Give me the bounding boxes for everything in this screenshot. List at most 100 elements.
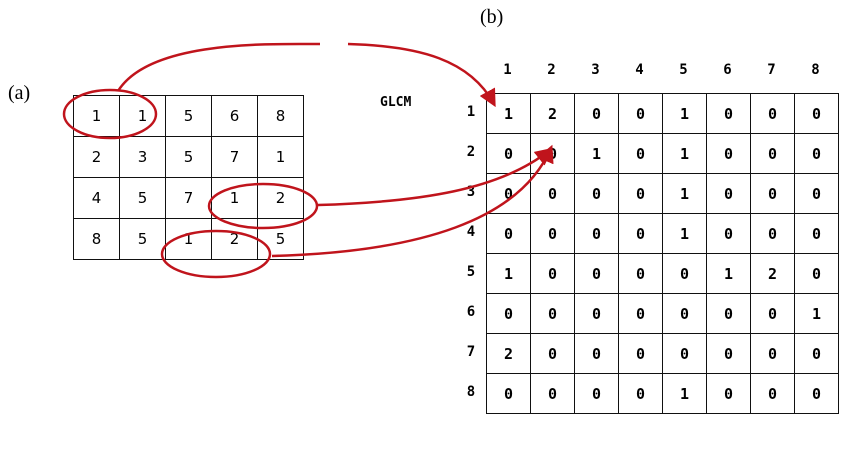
glcm-cell: 0	[794, 133, 839, 174]
image-matrix-cell: 2	[73, 136, 120, 178]
glcm-row-header: 8	[466, 384, 476, 400]
image-matrix-cell: 2	[211, 218, 258, 260]
glcm-cell: 0	[574, 173, 619, 214]
glcm-cell: 0	[794, 213, 839, 254]
glcm-cell: 1	[662, 93, 707, 134]
glcm-column-header: 3	[591, 62, 600, 78]
image-matrix-cell: 1	[165, 218, 212, 260]
glcm-cell: 0	[662, 253, 707, 294]
glcm-cell: 0	[486, 373, 531, 414]
glcm-row-header: 7	[466, 344, 476, 360]
image-matrix-cell: 5	[165, 95, 212, 137]
glcm-cell: 0	[486, 293, 531, 334]
glcm-cell: 1	[662, 373, 707, 414]
image-matrix-cell: 5	[119, 177, 166, 219]
glcm-column-header: 8	[811, 62, 820, 78]
glcm-cell: 0	[794, 333, 839, 374]
glcm-cell: 0	[750, 373, 795, 414]
glcm-column-header: 5	[679, 62, 688, 78]
glcm-cell: 1	[794, 293, 839, 334]
image-matrix-cell: 7	[211, 136, 258, 178]
glcm-cell: 0	[750, 93, 795, 134]
glcm-row-header: 1	[466, 104, 476, 120]
glcm-cell: 0	[706, 213, 751, 254]
image-matrix-cell: 4	[73, 177, 120, 219]
glcm-cell: 0	[618, 133, 663, 174]
image-matrix-cell: 2	[257, 177, 304, 219]
image-matrix-cell: 5	[257, 218, 304, 260]
image-matrix-cell: 7	[165, 177, 212, 219]
glcm-column-header: 2	[547, 62, 556, 78]
glcm-cell: 0	[530, 373, 575, 414]
glcm-cell: 0	[574, 293, 619, 334]
glcm-column-header: 4	[635, 62, 644, 78]
image-matrix-cell: 1	[211, 177, 258, 219]
image-matrix-cell: 1	[257, 136, 304, 178]
glcm-row-header: 4	[466, 224, 476, 240]
image-matrix-cell: 8	[257, 95, 304, 137]
image-matrix-cell: 6	[211, 95, 258, 137]
glcm-cell: 0	[618, 213, 663, 254]
glcm-cell: 0	[706, 333, 751, 374]
image-matrix-cell: 1	[73, 95, 120, 137]
glcm-cell: 0	[574, 373, 619, 414]
glcm-cell: 0	[794, 93, 839, 134]
glcm-cell: 2	[750, 253, 795, 294]
glcm-cell: 0	[618, 253, 663, 294]
glcm-cell: 0	[530, 133, 575, 174]
glcm-cell: 0	[706, 133, 751, 174]
image-matrix-cell: 5	[119, 218, 166, 260]
glcm-row-header: 6	[466, 304, 476, 320]
glcm-cell: 0	[750, 173, 795, 214]
glcm-cell: 0	[530, 293, 575, 334]
glcm-cell: 1	[486, 93, 531, 134]
glcm-cell: 1	[486, 253, 531, 294]
glcm-row-header: 2	[466, 144, 476, 160]
glcm-cell: 0	[574, 93, 619, 134]
glcm-cell: 0	[530, 253, 575, 294]
glcm-cell: 1	[662, 213, 707, 254]
panel-a-label: (a)	[8, 82, 31, 104]
glcm-column-header: 6	[723, 62, 732, 78]
glcm-cell: 0	[618, 373, 663, 414]
glcm-column-header: 1	[503, 62, 512, 78]
glcm-cell: 0	[530, 173, 575, 214]
glcm-column-header: 7	[767, 62, 776, 78]
glcm-cell: 0	[750, 133, 795, 174]
glcm-cell: 0	[618, 93, 663, 134]
glcm-cell: 1	[574, 133, 619, 174]
glcm-cell: 0	[750, 213, 795, 254]
glcm-cell: 0	[486, 133, 531, 174]
glcm-row-header: 5	[466, 264, 476, 280]
glcm-cell: 0	[706, 373, 751, 414]
glcm-cell: 0	[530, 333, 575, 374]
glcm-cell: 0	[794, 173, 839, 214]
glcm-cell: 0	[574, 253, 619, 294]
glcm-cell: 0	[486, 213, 531, 254]
glcm-cell: 0	[574, 213, 619, 254]
glcm-cell: 1	[662, 173, 707, 214]
glcm-cell: 0	[618, 293, 663, 334]
glcm-cell: 0	[574, 333, 619, 374]
glcm-cell: 0	[662, 333, 707, 374]
glcm-cell: 0	[794, 373, 839, 414]
glcm-cell: 0	[662, 293, 707, 334]
image-matrix-cell: 3	[119, 136, 166, 178]
glcm-cell: 1	[706, 253, 751, 294]
glcm-cell: 0	[750, 333, 795, 374]
image-matrix-cell: 5	[165, 136, 212, 178]
glcm-cell: 0	[706, 173, 751, 214]
glcm-cell: 0	[706, 93, 751, 134]
image-matrix-cell: 8	[73, 218, 120, 260]
